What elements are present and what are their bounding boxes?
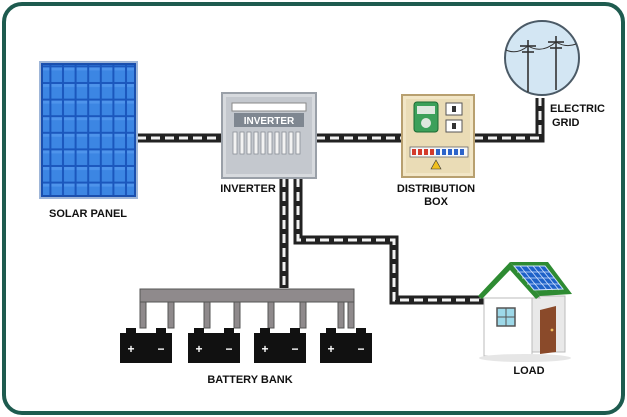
wire-inverter-load bbox=[293, 178, 484, 305]
battery-plus: + bbox=[327, 342, 334, 356]
battery-bank: + − + − + − + − BATTERY BANK bbox=[120, 288, 372, 386]
wire-distribution-grid bbox=[474, 98, 545, 143]
inverter-vents bbox=[232, 131, 301, 155]
electric-grid: ELECTRIC GRID bbox=[504, 20, 605, 129]
electric-grid-label-line2: GRID bbox=[552, 117, 580, 129]
distribution-box-label-line2: BOX bbox=[424, 196, 449, 208]
load: LOAD bbox=[478, 262, 572, 377]
battery-plus: + bbox=[127, 342, 134, 356]
wires bbox=[137, 98, 545, 305]
utility-pole-icon bbox=[504, 20, 580, 96]
battery-1: + − bbox=[120, 328, 172, 363]
battery-minus: − bbox=[291, 342, 298, 356]
battery-icon bbox=[320, 333, 372, 363]
battery-bus-bar bbox=[139, 288, 355, 303]
solar-panel-label: SOLAR PANEL bbox=[49, 208, 127, 220]
battery-icon bbox=[120, 333, 172, 363]
house-icon bbox=[478, 262, 572, 362]
inverter-device-text: INVERTER bbox=[244, 116, 295, 127]
battery-minus: − bbox=[225, 342, 232, 356]
battery-bank-label: BATTERY BANK bbox=[207, 374, 292, 386]
electric-grid-label-line1: ELECTRIC bbox=[550, 103, 605, 115]
battery-4: + − bbox=[320, 328, 372, 363]
battery-plus: + bbox=[261, 342, 268, 356]
load-label: LOAD bbox=[513, 365, 544, 377]
battery-icon bbox=[188, 333, 240, 363]
battery-minus: − bbox=[157, 342, 164, 356]
battery-3: + − bbox=[254, 328, 306, 363]
distribution-box: DISTRIBUTION BOX bbox=[397, 94, 475, 208]
battery-plus: + bbox=[195, 342, 202, 356]
battery-minus: − bbox=[357, 342, 364, 356]
inverter-label: INVERTER bbox=[220, 183, 276, 195]
battery-icon bbox=[254, 333, 306, 363]
inverter: INVERTER INVERTER bbox=[220, 92, 317, 195]
battery-2: + − bbox=[188, 328, 240, 363]
distribution-box-label-line1: DISTRIBUTION bbox=[397, 183, 475, 195]
solar-panel: SOLAR PANEL bbox=[39, 61, 138, 220]
